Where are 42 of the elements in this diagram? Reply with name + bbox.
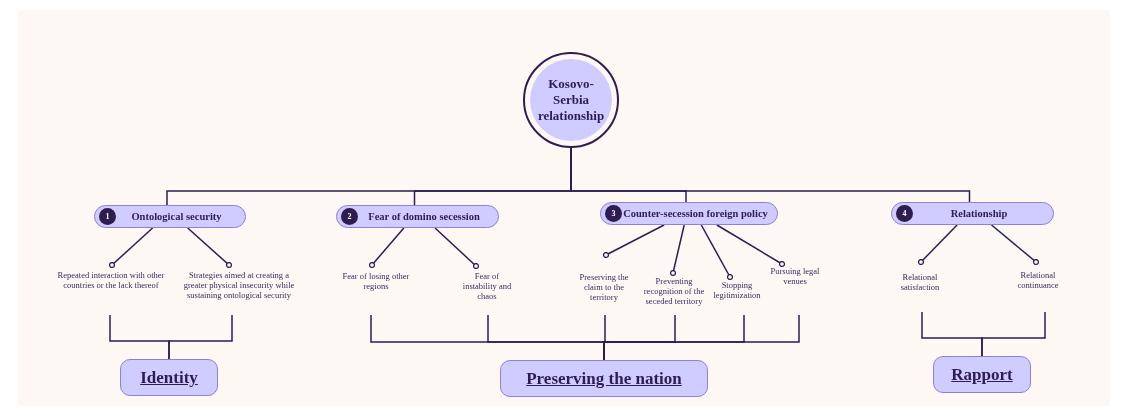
factor-text: Fear of instability and chaos <box>461 271 513 301</box>
category-title: Fear of domino secession <box>367 209 481 224</box>
connector <box>990 224 1040 266</box>
connector <box>108 227 154 269</box>
factor-text: Pursuing legal venues <box>769 266 821 286</box>
connector <box>716 224 786 268</box>
category-title: Ontological security <box>130 209 223 224</box>
factor-text: Preventing recognition of the seceded territory <box>642 276 706 306</box>
number-badge: 3 <box>605 205 622 222</box>
factor-text: Relational satisfaction <box>899 272 941 292</box>
category-pill <box>94 205 246 228</box>
topic-title: Kosovo-Serbia relationship <box>536 76 606 124</box>
connector <box>434 227 480 270</box>
factor-text: Repeated interaction with other countries or the lack thereof <box>56 270 166 290</box>
factor-text: Stopping legitimization <box>712 280 762 300</box>
connector <box>603 314 800 361</box>
connector <box>168 314 233 360</box>
number-badge: 4 <box>896 205 913 222</box>
connector <box>186 227 233 269</box>
connector <box>368 227 405 269</box>
category-pill <box>891 202 1054 225</box>
connector <box>669 224 685 277</box>
category-title: Counter-secession foreign policy <box>622 206 769 221</box>
outcome-title: Identity <box>140 366 198 389</box>
category-pill <box>600 202 778 225</box>
category-pill <box>336 205 499 228</box>
outcome-title: Preserving the nation <box>526 367 682 390</box>
outcome-box <box>500 360 708 397</box>
connector <box>917 224 958 266</box>
connector <box>981 311 1046 357</box>
category-title: Relationship <box>949 206 1009 221</box>
factor-text: Fear of losing other regions <box>341 271 411 291</box>
factor-text: Relational continuance <box>1016 270 1060 290</box>
number-badge: 1 <box>99 208 116 225</box>
factor-text: Strategies aimed at creating a greater physical insecurity while sustaining ontological security <box>183 270 295 300</box>
connector <box>700 224 734 281</box>
outcome-box <box>933 356 1031 393</box>
outcome-title: Rapport <box>951 363 1013 386</box>
factor-text: Preserving the claim to the territory <box>578 272 630 302</box>
number-badge: 2 <box>341 208 358 225</box>
outcome-box <box>120 359 218 396</box>
connector <box>602 224 665 259</box>
